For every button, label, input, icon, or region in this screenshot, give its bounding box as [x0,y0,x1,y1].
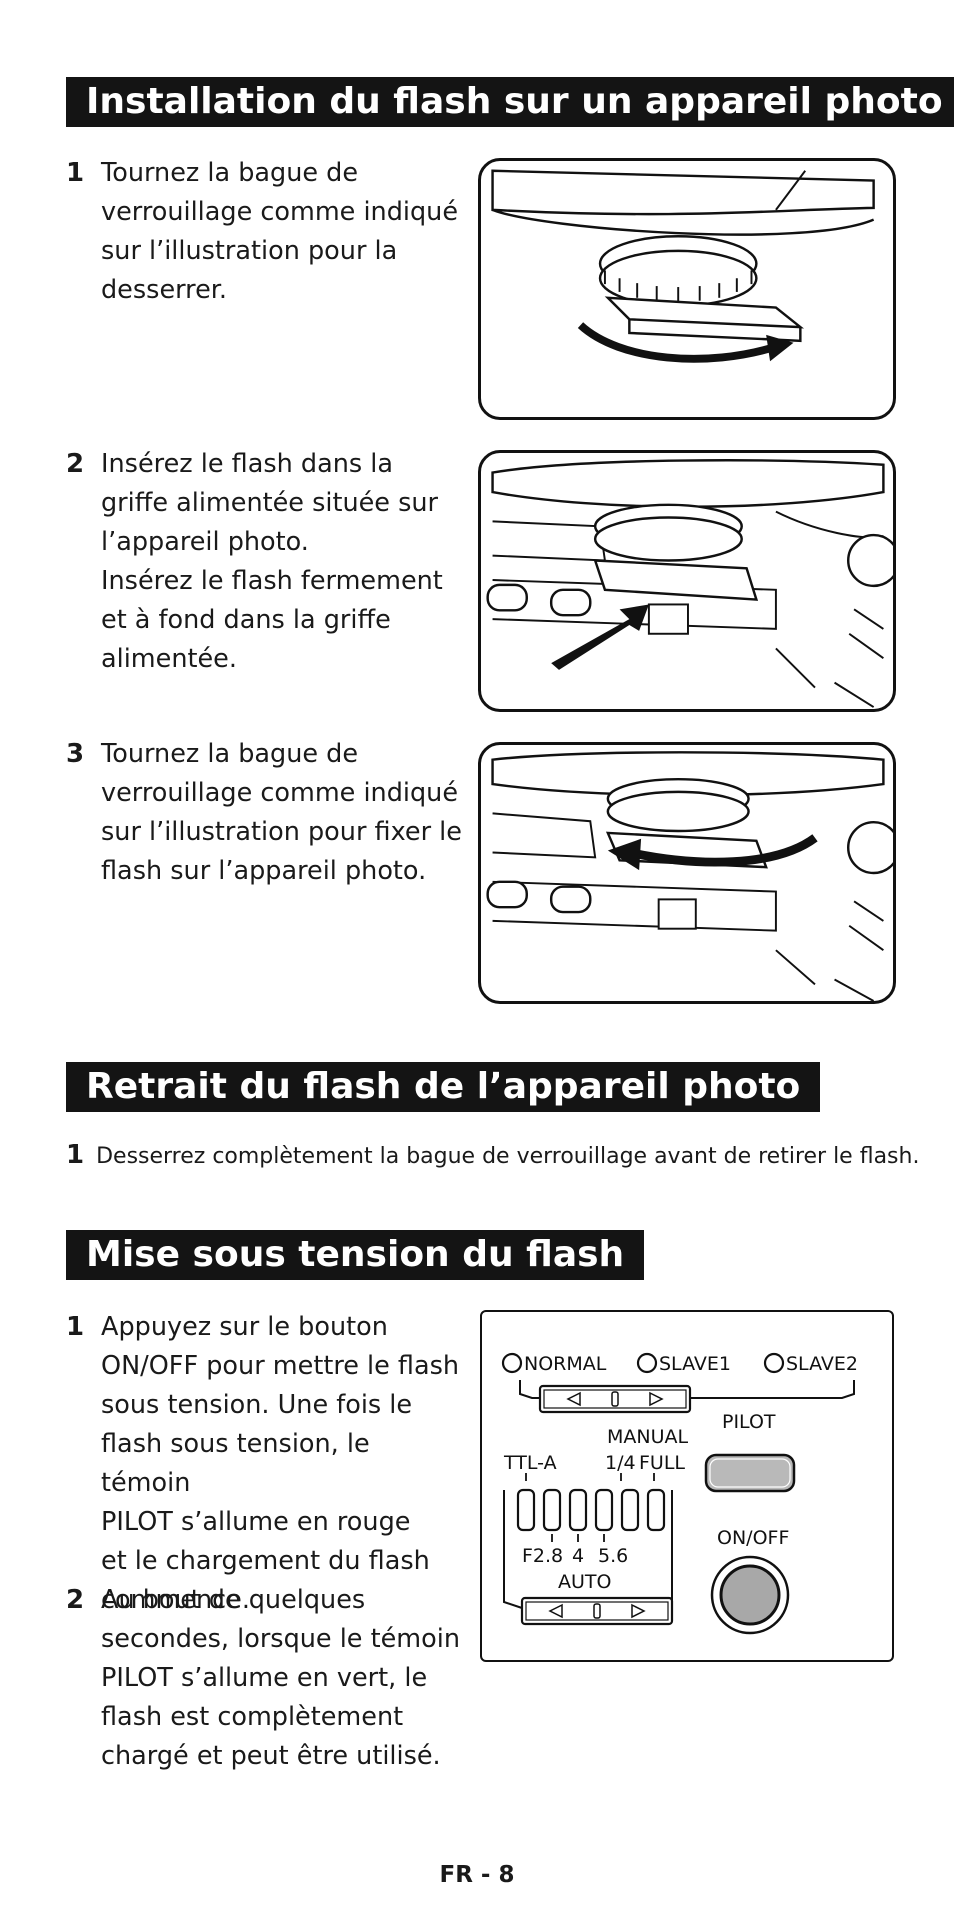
install-step-2: 2 Insérez le flash dans la griffe alimen… [66,445,466,679]
slave1-indicator-icon [636,1352,658,1374]
step-line: flash est complètement [101,1702,404,1732]
step-line: griffe alimentée située sur [101,488,439,518]
step-number: 2 [66,449,85,479]
step-line: desserrer. [101,275,228,305]
install-step-1: 1 Tournez la bague de verrouillage comme… [66,154,466,310]
manual-label: MANUAL [607,1426,689,1448]
pilot-button[interactable] [704,1453,796,1493]
slave2-indicator-icon [763,1352,785,1374]
step-line: Appuyez sur le bouton [101,1312,388,1342]
step-line: sur l’illustration pour fixer le [101,817,462,847]
section-title-power-on: Mise sous tension du flash [66,1230,645,1280]
step-line: alimentée. [101,644,237,674]
flash-control-panel: NORMAL SLAVE1 SLAVE2 MANUAL PILOT TTL-A … [480,1310,894,1662]
mode-slave1-label: SLAVE1 [659,1353,731,1375]
onoff-button[interactable] [710,1555,790,1635]
step-line: sous tension. Une fois le [101,1390,413,1420]
ttl-label: TTL-A [503,1452,557,1474]
page-number: FR - 8 [439,1862,515,1888]
pilot-label: PILOT [722,1411,776,1433]
auto-f28-label: F2.8 [522,1545,563,1567]
step-line: verrouillage comme indiqué [101,197,459,227]
step-number: 2 [66,1585,85,1615]
mode-slider[interactable] [538,1384,692,1414]
section-title-removal: Retrait du flash de l’appareil photo [66,1062,821,1112]
section-title-installation: Installation du flash sur un appareil ph… [66,77,954,127]
onoff-label: ON/OFF [717,1527,789,1549]
auto-f56-label: 5.6 [598,1545,628,1567]
step-line: Tournez la bague de [101,739,359,769]
step-line: PILOT s’allume en rouge [101,1507,411,1537]
step-number: 1 [66,1140,85,1170]
step-line: secondes, lorsque le témoin [101,1624,460,1654]
manual-quarter-label: 1/4 [605,1452,636,1474]
step-line: flash sous tension, le témoin [101,1429,370,1498]
auto-slider[interactable] [520,1596,674,1626]
step-line: Insérez le flash dans la [101,449,393,479]
mode-normal-label: NORMAL [524,1353,607,1375]
illustration-loosen-ring [478,158,896,420]
step-line: et le chargement du flash [101,1546,430,1576]
normal-indicator-icon [501,1352,523,1374]
step-line: et à fond dans la griffe [101,605,391,635]
removal-step-1: 1 Desserrez complètement la bague de verr… [66,1140,919,1170]
power-step-2: 2 Au bout de quelques secondes, lorsque … [66,1581,466,1776]
step-number: 1 [66,1312,85,1342]
step-line: PILOT s’allume en vert, le [101,1663,428,1693]
manual-full-label: FULL [639,1452,685,1474]
step-line: flash sur l’appareil photo. [101,856,427,886]
auto-label: AUTO [558,1571,611,1593]
step-line: verrouillage comme indiqué [101,778,459,808]
step-line: Insérez le flash fermement [101,566,443,596]
step-line: chargé et peut être utilisé. [101,1741,441,1771]
mode-slave2-label: SLAVE2 [786,1353,858,1375]
step-number: 1 [66,158,85,188]
install-step-3: 3 Tournez la bague de verrouillage comme… [66,735,466,891]
indicator-lamps [516,1488,666,1532]
step-text: Desserrez complètement la bague de verro… [96,1144,920,1169]
step-line: Tournez la bague de [101,158,359,188]
step-line: Au bout de quelques [101,1585,366,1615]
auto-f4-label: 4 [572,1545,584,1567]
step-line: sur l’illustration pour la [101,236,398,266]
illustration-insert-flash [478,450,896,712]
step-number: 3 [66,739,85,769]
step-line: commence. [101,1585,250,1615]
step-line: l’appareil photo. [101,527,309,557]
step-line: ON/OFF pour mettre le flash [101,1351,460,1381]
power-step-1: 1 Appuyez sur le bouton ON/OFF pour mett… [66,1308,466,1620]
illustration-tighten-ring [478,742,896,1004]
